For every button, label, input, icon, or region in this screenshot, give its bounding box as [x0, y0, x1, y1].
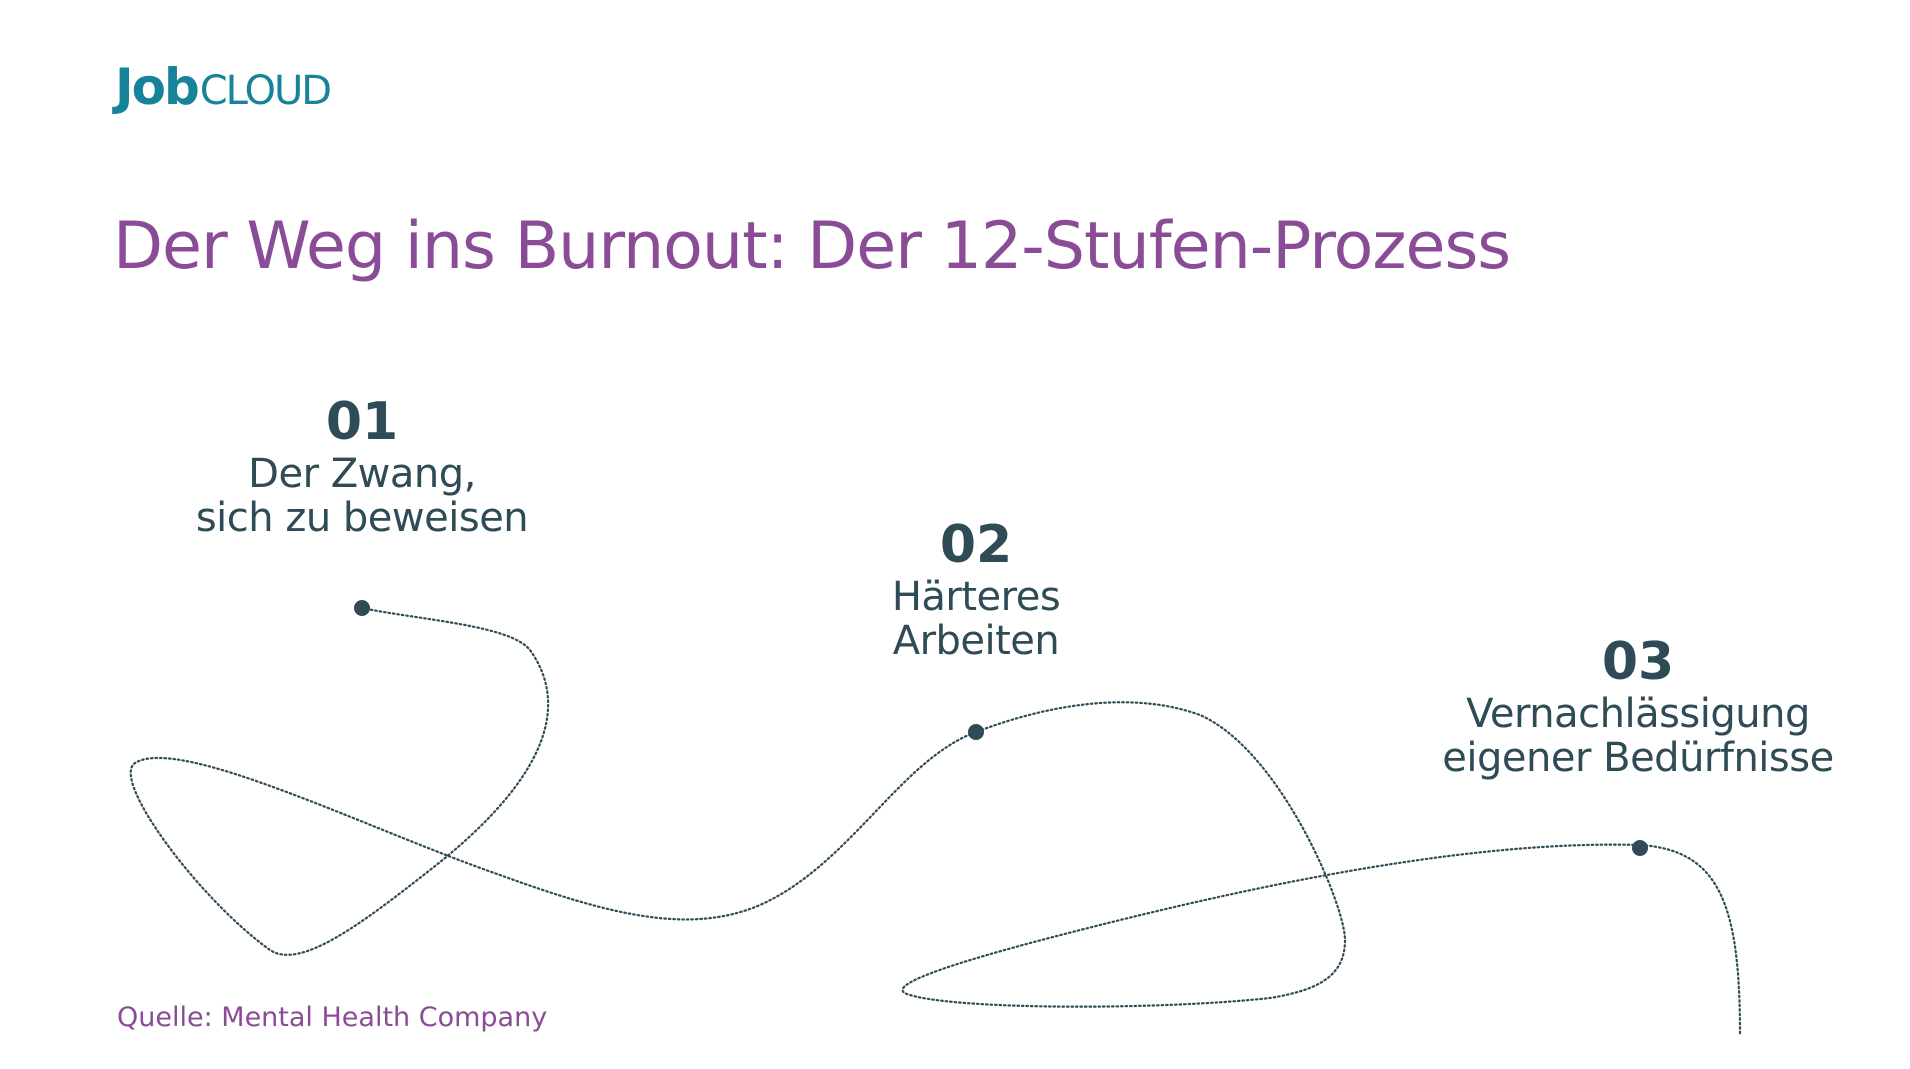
logo-job-text: Job: [115, 58, 200, 116]
dotted-path-line: [129, 606, 1742, 1037]
logo-cloud-text: CLOUD: [199, 68, 332, 114]
step-03-number: 03: [1601, 632, 1675, 692]
step-03-label-line1: Vernachlässigung: [1466, 691, 1810, 737]
step-01-marker: [354, 600, 370, 616]
step-02-number: 02: [939, 515, 1013, 575]
step-01: 01 Der Zwang, sich zu beweisen: [142, 392, 582, 540]
step-03-label-line2: eigener Bedürfnisse: [1442, 735, 1834, 781]
step-03-marker: [1632, 840, 1648, 856]
page-title: Der Weg ins Burnout: Der 12-Stufen-Proze…: [113, 209, 1511, 284]
step-03: 03 Vernachlässigung eigener Bedürfnisse: [1418, 632, 1858, 780]
step-02-label-line1: Härteres: [891, 574, 1061, 620]
step-02: 02 Härteres Arbeiten: [756, 515, 1196, 663]
jobcloud-logo: JobCLOUD: [115, 62, 332, 114]
step-02-label-line2: Arbeiten: [892, 618, 1060, 664]
step-01-number: 01: [325, 392, 399, 452]
source-credit: Quelle: Mental Health Company: [117, 1002, 548, 1033]
step-01-label-line2: sich zu beweisen: [195, 495, 529, 541]
step-02-marker: [968, 724, 984, 740]
step-01-label-line1: Der Zwang,: [248, 451, 476, 497]
